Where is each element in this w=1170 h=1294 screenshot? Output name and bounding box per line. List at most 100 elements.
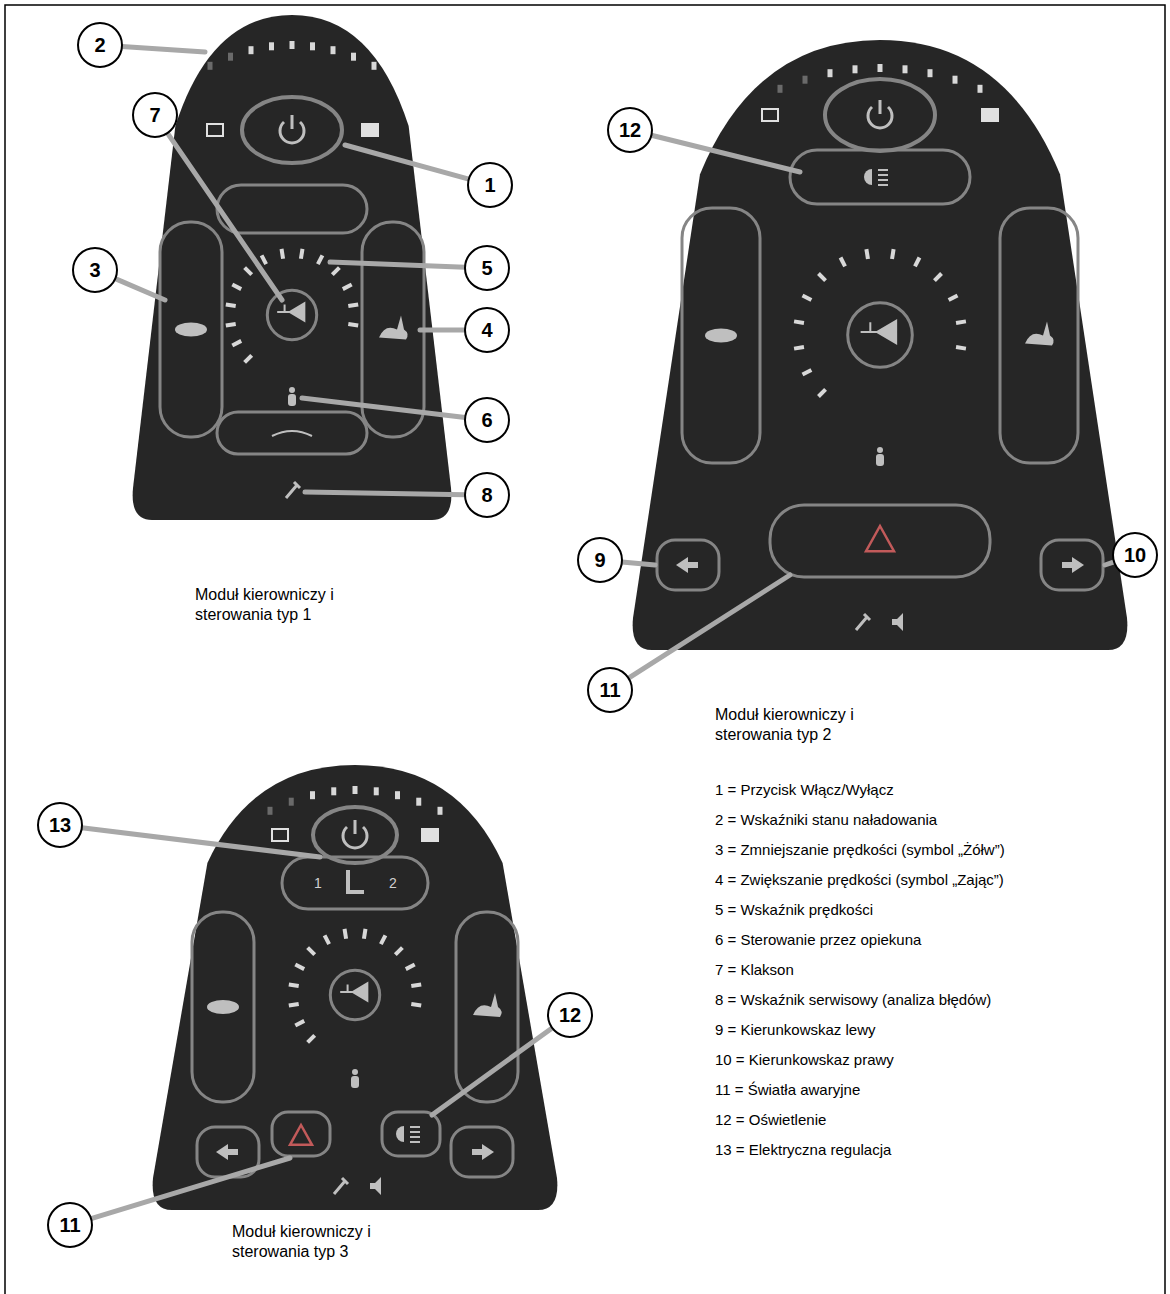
speed-led <box>794 321 804 323</box>
callout-number: 1 <box>468 163 512 207</box>
charge-led <box>395 791 400 799</box>
hare-symbol <box>1025 322 1054 346</box>
charge-led <box>803 76 808 84</box>
seat-adjust-button <box>282 857 428 909</box>
speed-led <box>295 965 304 970</box>
speed-led <box>818 389 825 396</box>
power-symbol <box>868 100 892 128</box>
left-indicator-button <box>657 540 719 590</box>
leader-line <box>167 133 282 300</box>
control-module-type-3 <box>153 765 558 1210</box>
wrench-symbol <box>856 614 870 630</box>
speed-led <box>295 1021 304 1026</box>
leader-line <box>651 135 800 172</box>
leader-line <box>432 1028 552 1115</box>
arrow-symbol <box>676 557 698 573</box>
leader-lines <box>82 46 1114 1218</box>
seat-position-number: 2 <box>389 876 397 890</box>
caregiver-icon <box>876 454 884 466</box>
callout-circle <box>465 473 509 517</box>
speed-led <box>866 249 868 259</box>
speed-led <box>406 965 415 970</box>
power-button <box>825 79 935 151</box>
speed-led <box>395 948 402 955</box>
leader-line <box>122 46 205 52</box>
callout-circle <box>1113 533 1157 577</box>
horn-button <box>848 303 913 368</box>
leader-line <box>302 398 465 417</box>
callout-number: 3 <box>73 248 117 292</box>
leader-line <box>420 328 465 333</box>
legend-entry: 1 = Przycisk Włącz/Wyłącz <box>715 775 1160 805</box>
callout-circle <box>608 108 652 152</box>
callout-circle <box>548 993 592 1037</box>
speed-led <box>364 929 366 939</box>
charge-led <box>416 798 421 806</box>
charge-led <box>208 62 213 70</box>
charge-led <box>438 807 443 815</box>
legend-entry: 3 = Zmniejszanie prędkości (symbol „Żółw… <box>715 835 1160 865</box>
charge-led <box>269 42 274 50</box>
speed-led <box>956 347 966 349</box>
charge-led <box>903 65 908 73</box>
callout-circle <box>133 93 177 137</box>
speed-down-button <box>682 208 760 463</box>
lamp-symbol <box>864 169 872 185</box>
charge-led <box>290 41 295 49</box>
speed-led <box>892 249 894 259</box>
module-caption: Moduł kierowniczy i sterowania typ 3 <box>232 1222 442 1262</box>
speed-up-button <box>1000 208 1078 463</box>
callout-circle <box>465 398 509 442</box>
control-module-type-2 <box>633 40 1128 650</box>
callout-circle <box>73 248 117 292</box>
module-caption: Moduł kierowniczy i sterowania typ 1 <box>195 585 405 625</box>
speed-led <box>794 347 804 349</box>
battery-icon <box>762 109 778 121</box>
leader-line <box>1105 562 1114 565</box>
top-bar-button <box>217 185 367 233</box>
speed-led <box>318 255 323 264</box>
horn-symbol <box>277 303 304 320</box>
speaker-symbol <box>892 613 903 631</box>
legend-entry: 11 = Światła awaryjne <box>715 1075 1160 1105</box>
module-housing <box>153 765 558 1210</box>
battery-icon <box>982 109 998 121</box>
speed-led <box>325 935 330 944</box>
charge-led <box>778 85 783 93</box>
speed-led <box>232 341 241 346</box>
power-button <box>313 807 397 863</box>
charge-led <box>853 65 858 73</box>
turtle-symbol <box>705 329 737 343</box>
leader-line <box>115 279 165 300</box>
turtle-symbol <box>175 323 207 337</box>
seat-symbol <box>348 870 364 892</box>
battery-icon <box>207 124 223 136</box>
charge-led <box>372 62 377 70</box>
control-modules <box>133 15 1128 1210</box>
charge-led <box>331 46 336 54</box>
battery-icon <box>422 829 438 841</box>
arrow-symbol <box>216 1144 238 1160</box>
power-symbol <box>343 820 367 848</box>
speed-led <box>245 268 252 275</box>
lamp-symbol <box>396 1126 404 1142</box>
lamp-ray <box>410 1131 420 1133</box>
charge-led <box>353 786 358 794</box>
callout-number: 13 <box>38 803 82 847</box>
hazard-button <box>770 505 990 577</box>
legend-list: 1 = Przycisk Włącz/Wyłącz2 = Wskaźniki s… <box>715 775 1160 1165</box>
right-indicator-button <box>451 1127 513 1177</box>
hazard-symbol <box>866 526 894 551</box>
lamp-ray <box>878 179 888 181</box>
caregiver-icon <box>352 1069 358 1075</box>
lamp-ray <box>410 1136 420 1138</box>
charge-led <box>374 787 379 795</box>
callout-circle <box>78 23 122 67</box>
bottom-bar-button <box>217 412 367 454</box>
speed-led <box>818 273 825 280</box>
legend-entry: 8 = Wskaźnik serwisowy (analiza błędów) <box>715 985 1160 1015</box>
speed-led <box>348 305 358 307</box>
arrow-symbol <box>472 1144 494 1160</box>
